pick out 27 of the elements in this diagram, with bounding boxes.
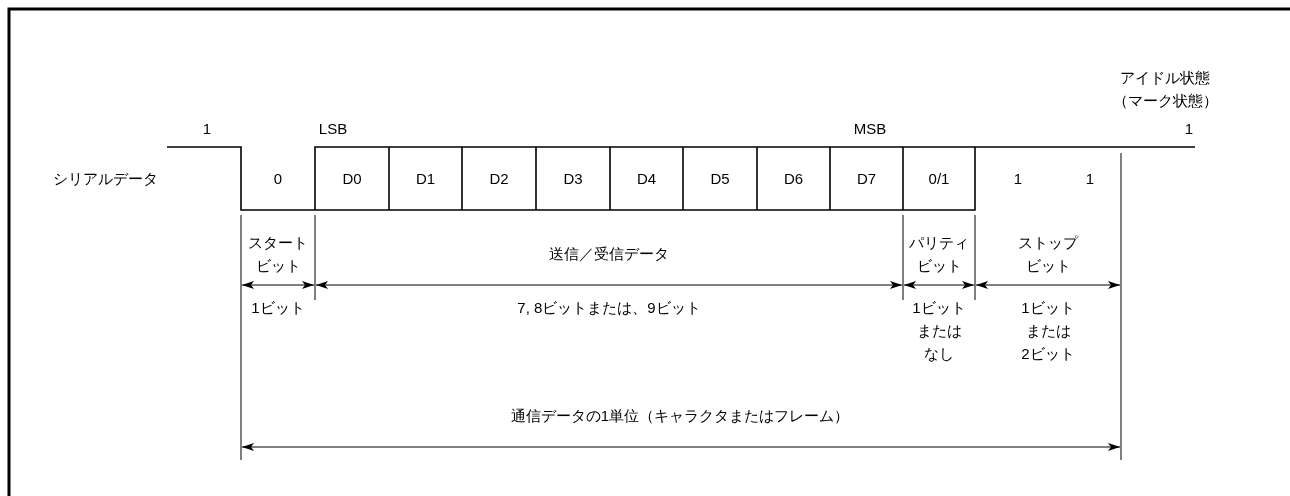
frame-label: 通信データの1単位（キャラクタまたはフレーム） [509, 406, 851, 426]
bit-value: D5 [709, 169, 731, 189]
bit-value: 1 [1084, 169, 1096, 189]
field-name: ストップビット [1017, 233, 1080, 276]
idle-state-label: アイドル状態（マーク状態） [1111, 68, 1219, 111]
bit-value: D1 [414, 169, 437, 189]
bit-value: D7 [855, 169, 878, 189]
bit-value: D2 [488, 169, 510, 189]
bit-value: D3 [562, 169, 584, 189]
bit-value: D4 [635, 169, 658, 189]
bit-label: MSB [852, 119, 888, 139]
bit-count: 1ビットまたは2ビット [1020, 298, 1076, 364]
bit-count: 1ビットまたはなし [911, 298, 967, 364]
field-name: スタートビット [247, 233, 309, 276]
bit-value: D0 [341, 169, 363, 189]
bit-value: D6 [782, 169, 805, 189]
bit-value: 1 [1012, 169, 1024, 189]
level-value: 1 [201, 119, 213, 139]
field-name: 送信／受信データ [548, 244, 670, 264]
field-name: パリティビット [908, 233, 970, 276]
bit-count: 7, 8ビットまたは、9ビット [516, 298, 702, 318]
bit-label: LSB [317, 119, 349, 139]
bit-value: 0 [272, 169, 284, 189]
bit-count: 1ビット [250, 298, 306, 318]
bit-value: 0/1 [927, 169, 951, 189]
signal-name: シリアルデータ [51, 169, 159, 189]
level-value: 1 [1183, 119, 1195, 139]
